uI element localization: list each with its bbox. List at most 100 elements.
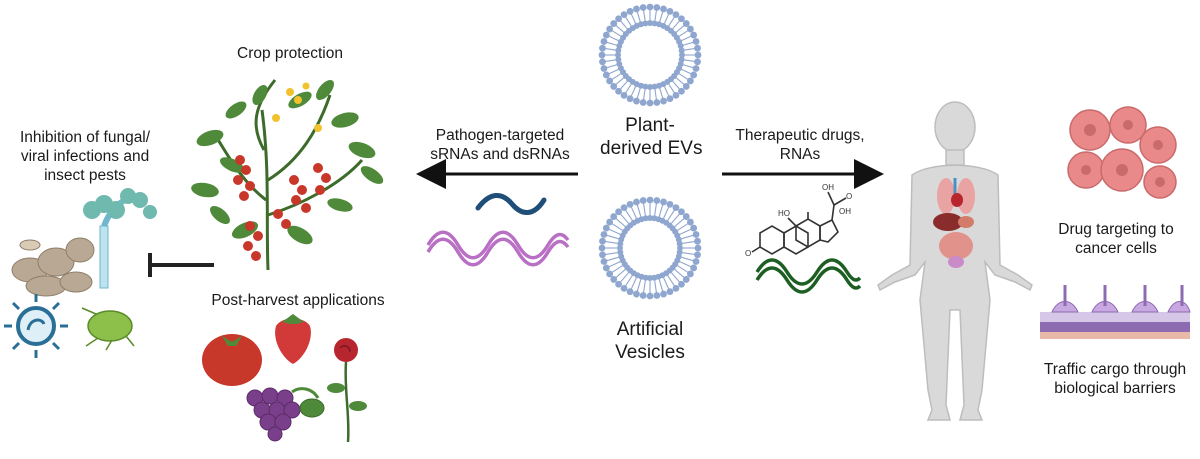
lipid-tail — [625, 275, 633, 287]
lipid-tail — [630, 86, 636, 97]
lipid-tail — [643, 203, 646, 216]
lipid-tail — [654, 10, 657, 21]
lipid-tail — [654, 89, 657, 100]
lipid-tail — [615, 77, 624, 85]
plant-vesicle-icon — [598, 3, 702, 107]
lipid-tail — [681, 69, 692, 75]
lipid-tail — [605, 252, 618, 255]
lipid-tail — [682, 241, 695, 244]
lipid-tail — [667, 275, 675, 287]
crop-protection-label: Crop protection — [237, 45, 343, 62]
lipid-tail — [677, 223, 689, 231]
lipid-head — [606, 270, 614, 278]
steroid-molecule-icon — [751, 191, 847, 255]
lipid-tail — [668, 16, 675, 26]
lipid-tail — [625, 16, 632, 26]
lipid-tail — [676, 77, 685, 85]
lipid-head — [599, 237, 606, 245]
therapeutic-rna-icon — [755, 258, 862, 294]
lipid-tail — [679, 228, 692, 235]
lipid-head — [646, 196, 654, 204]
lipid-tail — [608, 228, 621, 235]
lipid-tail — [620, 20, 628, 29]
svg-text:HO: HO — [778, 209, 790, 218]
lipid-head — [690, 264, 698, 272]
lipid-head — [682, 213, 690, 220]
lipid-tail — [611, 73, 621, 80]
rose-icon — [327, 338, 367, 443]
lipid-head — [666, 7, 674, 15]
lipid-head — [660, 5, 667, 13]
lipid-head — [690, 71, 698, 79]
lipid-head — [690, 31, 698, 39]
lipid-head — [678, 47, 685, 54]
lipid-head — [647, 84, 653, 90]
lipid-head — [615, 280, 622, 288]
lipid-head — [617, 245, 623, 251]
lipid-tail — [606, 234, 619, 240]
svg-text:O: O — [745, 249, 751, 258]
lipid-head — [676, 240, 683, 247]
traffic-cargo-label: Traffic cargo through biological barrier… — [1030, 360, 1200, 398]
lipid-tail — [605, 48, 616, 51]
lipid-tail — [620, 81, 628, 90]
lipid-tail — [682, 252, 695, 255]
lipid-tail — [615, 218, 626, 227]
lipid-tail — [615, 269, 626, 278]
lipid-head — [678, 15, 685, 23]
lipid-head — [678, 87, 685, 95]
mycelium-clump-icon — [11, 237, 95, 297]
lipid-head — [653, 99, 661, 106]
lipid-tail — [672, 20, 680, 29]
lipid-head — [646, 99, 654, 107]
drug-targeting-line-1: Drug targeting to — [1058, 221, 1174, 238]
inhibition-line-2: viral infections and — [20, 148, 150, 165]
lipid-head — [672, 11, 680, 19]
lipid-head — [600, 65, 608, 72]
lipid-head — [620, 91, 628, 99]
lipid-head — [677, 245, 683, 251]
lipid-tail — [672, 81, 680, 90]
lipid-head — [599, 58, 606, 66]
lipid-head — [606, 77, 614, 85]
lipid-head — [651, 83, 658, 90]
lipid-head — [647, 215, 653, 221]
lipid-tail — [677, 265, 689, 273]
lipid-head — [606, 218, 614, 226]
lipid-head — [598, 244, 606, 252]
lipid-tail — [611, 30, 621, 37]
lipid-tail — [636, 11, 641, 22]
tomato-plant-icon — [191, 79, 384, 271]
lipid-tail — [658, 204, 664, 217]
lipid-tail — [659, 88, 664, 99]
lipid-head — [682, 276, 690, 283]
therapeutic-line-2: RNAs — [779, 146, 821, 163]
lipid-head — [694, 58, 701, 66]
lipid-tail — [671, 272, 680, 283]
lipid-head — [615, 47, 622, 54]
virus-icon — [4, 294, 68, 358]
lipid-head — [602, 264, 610, 272]
lipid-head — [694, 251, 701, 259]
lipid-head — [599, 251, 606, 259]
lipid-tail — [630, 206, 637, 219]
lipid-tail — [683, 64, 694, 69]
plant-evs-label: Plant- derived EVs — [600, 114, 702, 160]
lipid-head — [690, 224, 698, 232]
lipid-tail — [636, 279, 642, 292]
lipid-head — [646, 3, 654, 11]
lipid-tail — [643, 10, 646, 21]
drug-targeting-label: Drug targeting to cancer cells — [1036, 220, 1196, 258]
lipid-head — [633, 5, 640, 13]
lipid-head — [620, 284, 628, 292]
lipid-head — [626, 7, 634, 15]
lipid-tail — [606, 41, 617, 46]
lipid-tail — [681, 35, 692, 41]
lipid-head — [615, 87, 622, 95]
lipid-head — [660, 290, 667, 298]
lipid-head — [602, 31, 610, 39]
plant-evs-line-1: Plant- — [625, 115, 675, 136]
lipid-tail — [667, 209, 675, 221]
pathogen-line-2: sRNAs and dsRNAs — [430, 146, 570, 163]
